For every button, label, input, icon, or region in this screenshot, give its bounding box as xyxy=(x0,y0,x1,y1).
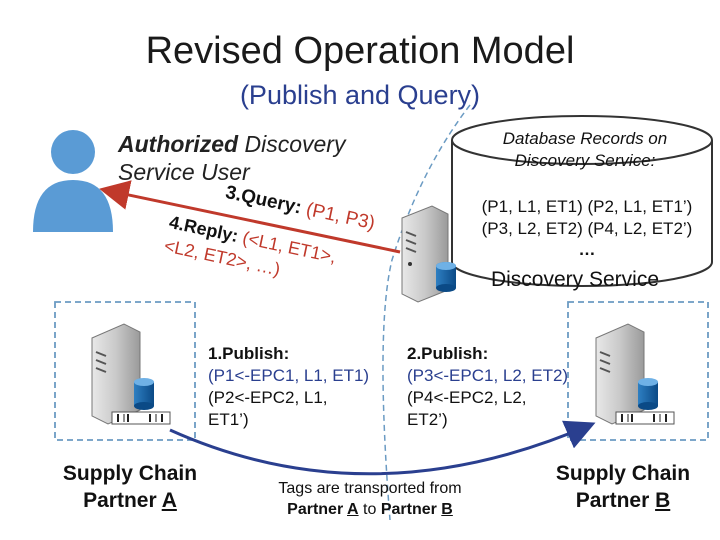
transport-partner-word: Partner xyxy=(287,501,348,518)
publish-b-line2: (P4<-EPC2, L2, xyxy=(407,388,527,407)
database-cylinder xyxy=(451,115,713,287)
transport-arrow xyxy=(169,420,596,476)
partner-a-prefix: Partner xyxy=(83,489,162,512)
db-records-line1: (P1, L1, ET1) (P2, L1, ET1’) xyxy=(481,197,693,216)
publish-b-line1: (P3<-EPC1, L2, ET2) xyxy=(407,366,569,385)
transport-from-letter: A xyxy=(347,501,359,518)
page-title: Revised Operation Model xyxy=(145,30,575,72)
transport-line1: Tags are transported from xyxy=(278,480,462,497)
publish-a-line2: (P2<-EPC2, L1, xyxy=(208,388,328,407)
partner-a-label: Supply Chain Partner A xyxy=(55,460,205,514)
transport-partner-word2: Partner xyxy=(380,501,442,518)
db-records-line2: (P3, L2, ET2) (P4, L2, ET2’) xyxy=(481,219,693,238)
transport-to-word: to xyxy=(358,501,381,518)
partner-b-letter: B xyxy=(655,489,671,512)
partner-a-line1: Supply Chain xyxy=(62,462,198,485)
publish-a-line3: ET1’) xyxy=(208,410,249,429)
partner-a-server-icon xyxy=(91,323,171,425)
publish-b-line3: ET2’) xyxy=(407,410,448,429)
db-records-ellipsis: … xyxy=(578,240,596,259)
query-arrow xyxy=(99,180,401,254)
partner-b-box xyxy=(567,301,709,441)
user-label-rest: Discovery xyxy=(238,131,346,157)
db-title: Database Records on Discovery Service: xyxy=(470,128,700,172)
partner-a-box xyxy=(54,301,196,441)
publish-b-text: 2.Publish: (P3<-EPC1, L2, ET2) (P4<-EPC2… xyxy=(407,343,582,431)
publish-a-line1: (P1<-EPC1, L1, ET1) xyxy=(208,366,370,385)
publish-a-head: 1.Publish: xyxy=(208,344,290,363)
db-title-line2: Discovery Service: xyxy=(514,151,656,170)
partner-a-letter: A xyxy=(161,489,177,512)
publish-a-text: 1.Publish: (P1<-EPC1, L1, ET1) (P2<-EPC2… xyxy=(208,343,383,431)
page-subtitle: (Publish and Query) xyxy=(239,80,481,110)
discovery-service-label: Discovery Service xyxy=(490,268,660,291)
user-label-bold: Authorized xyxy=(118,131,239,157)
transport-to-letter: B xyxy=(441,501,453,518)
partner-b-label: Supply Chain Partner B xyxy=(548,460,698,514)
partner-b-prefix: Partner xyxy=(575,489,656,512)
partner-b-line1: Supply Chain xyxy=(555,462,691,485)
user-icon xyxy=(33,130,113,232)
discovery-server-icon xyxy=(401,205,456,303)
db-title-line1: Database Records on xyxy=(502,129,668,148)
partner-b-server-icon xyxy=(595,323,675,425)
transport-label: Tags are transported from Partner A to P… xyxy=(255,478,485,520)
user-label-line2: Service User xyxy=(118,159,250,185)
user-label: Authorized Discovery Service User xyxy=(118,130,345,186)
publish-b-head: 2.Publish: xyxy=(407,344,489,363)
